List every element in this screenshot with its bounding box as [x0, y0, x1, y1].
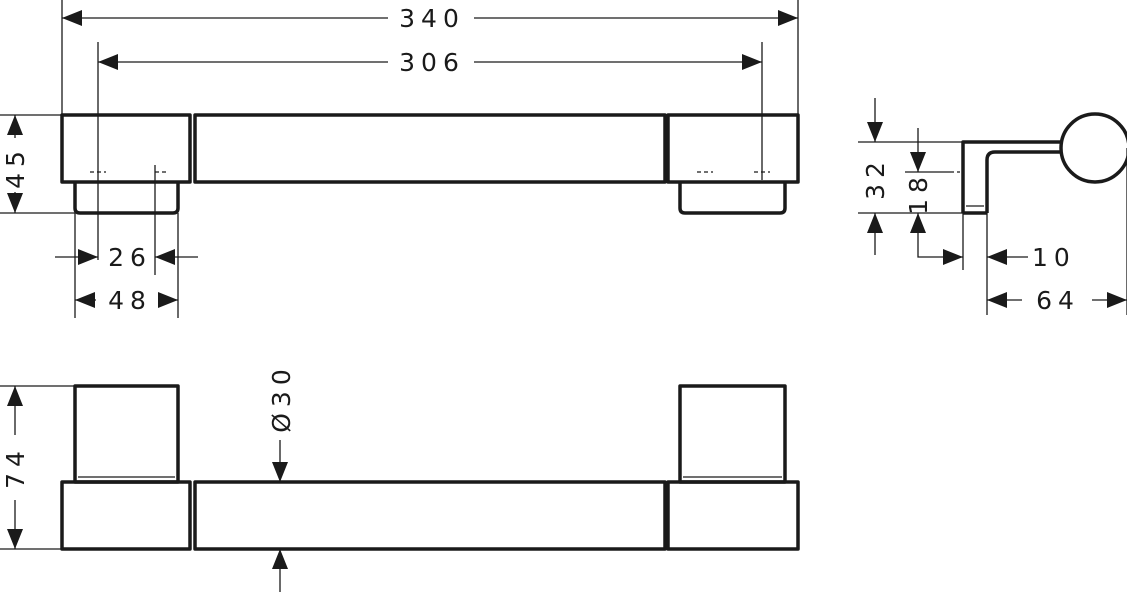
bracket-profile [961, 140, 1062, 215]
left-foot [73, 182, 180, 215]
dim-foot-inner: 26 [108, 243, 152, 272]
left-base-block [60, 480, 192, 551]
grab-bar [193, 113, 667, 184]
front-view: 340 306 45 26 48 [0, 0, 800, 318]
bar-section-circle [1059, 112, 1127, 184]
right-post [678, 384, 787, 484]
right-foot [678, 182, 787, 215]
dim-side-depth: 32 [861, 156, 890, 200]
dim-wall-thickness: 10 [1032, 243, 1076, 272]
left-post [73, 384, 180, 484]
side-view: 32 18 10 64 [858, 98, 1127, 315]
left-mount-block [60, 113, 192, 184]
top-view: 74 Ø30 [0, 363, 800, 592]
dim-overall-length: 340 [399, 4, 465, 33]
dim-bar-diameter: Ø30 [267, 363, 296, 433]
dim-side-inner: 18 [904, 171, 933, 215]
dim-mount-spacing: 306 [399, 48, 465, 77]
dim-top-height: 74 [1, 445, 30, 489]
right-mount-block [666, 113, 800, 184]
dim-projection: 64 [1036, 286, 1080, 315]
dim-front-height: 45 [1, 145, 30, 189]
dim-foot-width: 48 [108, 286, 152, 315]
right-base-block [666, 480, 800, 551]
grab-bar-top [193, 480, 667, 551]
